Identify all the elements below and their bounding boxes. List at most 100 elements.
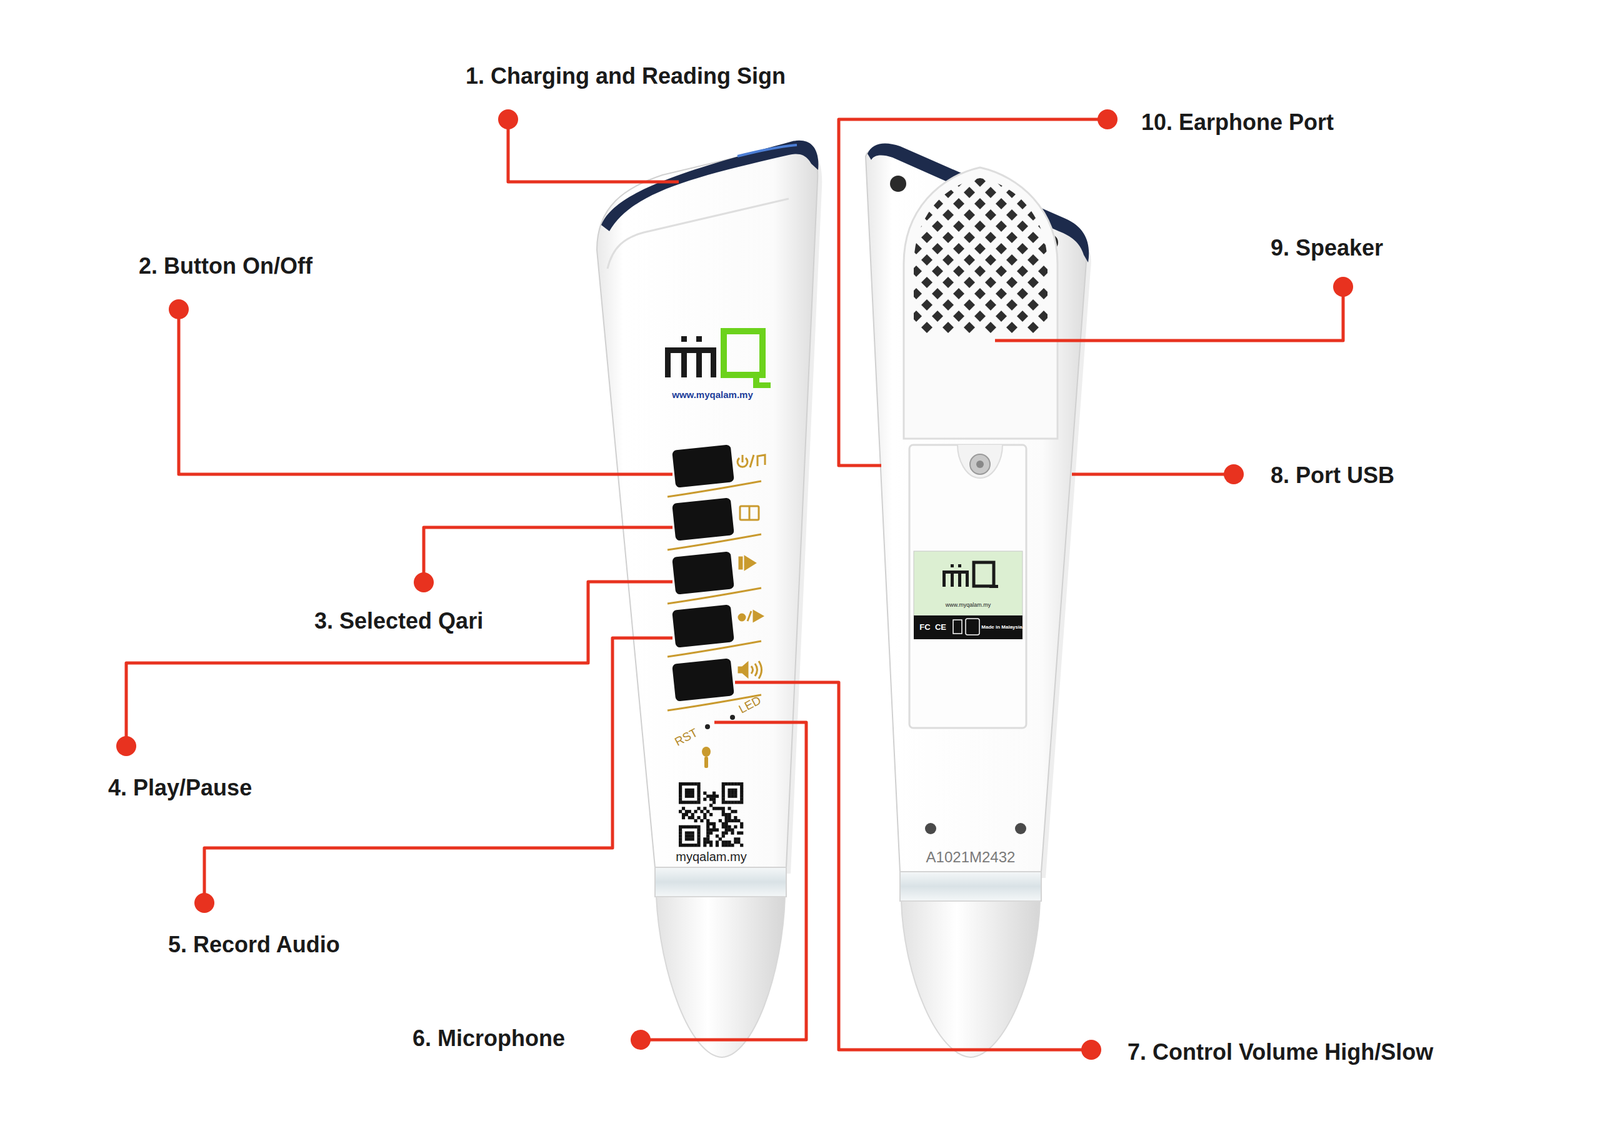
callout-label: 10. Earphone Port — [1141, 109, 1334, 135]
qr-module — [712, 795, 716, 799]
qr-module — [733, 825, 737, 829]
qr-module — [703, 813, 707, 817]
power-icon — [741, 455, 744, 463]
qr-module — [678, 810, 682, 814]
callout-dots — [116, 109, 1354, 1060]
qr-module — [709, 843, 713, 847]
callout-label: 9. Speaker — [1270, 235, 1384, 261]
grill-hole — [942, 321, 954, 334]
qr-module — [727, 795, 731, 799]
grill-hole — [931, 310, 944, 322]
qr-module — [736, 837, 740, 841]
grill-hole — [889, 243, 901, 255]
qr-module — [678, 825, 682, 829]
qr-module — [688, 837, 692, 841]
record-icon — [738, 614, 745, 621]
grill-hole — [1038, 265, 1050, 277]
qr-module — [740, 798, 744, 802]
qr-module — [681, 816, 685, 820]
grill-hole — [900, 209, 912, 221]
qr-module — [678, 800, 682, 804]
speaker-holes — [889, 175, 1103, 334]
qr-module — [730, 819, 734, 823]
grill-hole — [985, 254, 997, 266]
button — [671, 551, 735, 595]
qr-module — [696, 825, 700, 829]
grill-hole — [974, 265, 986, 277]
callout-dot — [498, 109, 519, 130]
callout-dot — [413, 572, 434, 593]
qr-module — [725, 813, 729, 817]
qr-module — [694, 810, 698, 814]
qr-module — [706, 795, 710, 799]
qr-module — [721, 795, 725, 799]
qr-module — [712, 806, 716, 810]
grill-hole — [1080, 175, 1092, 187]
grill-hole — [985, 231, 997, 244]
leader-line — [735, 682, 1092, 1050]
speaker-grill — [903, 167, 1058, 439]
grill-hole — [1027, 321, 1039, 334]
grill-hole — [900, 321, 912, 334]
qr-module — [733, 800, 737, 804]
qr-module — [681, 800, 685, 804]
play-icon — [753, 611, 763, 622]
grill-hole — [1027, 276, 1039, 289]
grill-hole — [974, 175, 986, 187]
qr-module — [727, 840, 731, 844]
logo-dot — [681, 336, 687, 342]
grill-hole — [1059, 310, 1071, 322]
leader-line — [204, 638, 673, 904]
grill-hole — [953, 265, 965, 277]
grill-hole — [974, 220, 986, 232]
qr-module — [685, 800, 689, 804]
qr-module — [709, 813, 713, 817]
qr-module — [685, 831, 689, 835]
grill-hole — [900, 276, 912, 289]
qr-module — [718, 819, 722, 823]
callout-label: 4. Play/Pause — [108, 775, 252, 801]
qr-module — [721, 822, 725, 826]
qr-module — [706, 810, 710, 814]
logo-bar — [710, 353, 717, 378]
qr-module — [721, 785, 725, 789]
qr-module — [721, 791, 725, 795]
grill-hole — [910, 265, 922, 277]
qr-module — [725, 782, 729, 786]
qr-module — [712, 800, 716, 804]
qr-module — [730, 791, 734, 795]
grill-hole — [963, 299, 975, 311]
grill-hole — [953, 175, 965, 187]
grill-hole — [985, 209, 997, 221]
grill-hole — [910, 288, 922, 300]
pen-body — [865, 147, 1087, 872]
qr-module — [688, 831, 692, 835]
qr-module — [721, 810, 725, 814]
vent-hole — [1015, 823, 1027, 835]
qr-module — [730, 843, 734, 847]
grill-hole — [953, 220, 965, 232]
grill-hole — [921, 231, 933, 244]
grill-hole — [1070, 321, 1082, 334]
grill-hole — [889, 265, 901, 277]
leader-line — [423, 527, 673, 583]
origin-text: Made in Malaysia — [981, 624, 1022, 630]
qr-module — [715, 843, 719, 847]
qr-module — [721, 831, 725, 835]
logo-bar — [942, 570, 946, 587]
qr-module — [688, 834, 692, 838]
qr-module — [694, 843, 698, 847]
qr-module — [721, 825, 725, 829]
speaker-icon — [738, 663, 748, 677]
qr-module — [730, 828, 734, 832]
qr-module — [681, 843, 685, 847]
microphone-icon — [701, 746, 711, 769]
grill-hole — [995, 198, 1007, 210]
qr-module — [733, 788, 737, 792]
qr-module — [740, 831, 744, 835]
qr-module — [725, 831, 729, 835]
grill-hole — [1016, 198, 1029, 210]
leader-line — [995, 286, 1344, 341]
logo-bar — [942, 570, 969, 574]
